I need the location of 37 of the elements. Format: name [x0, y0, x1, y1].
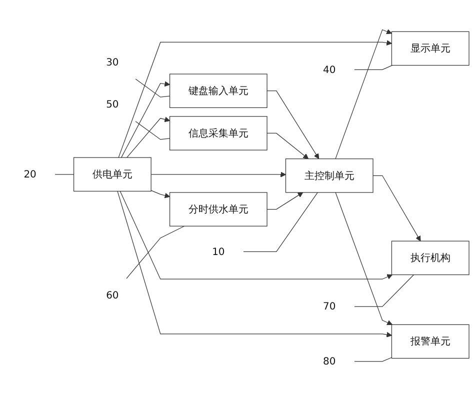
node-box: 供电单元	[73, 157, 152, 192]
node-text: 30	[106, 56, 119, 68]
arrow	[117, 190, 392, 338]
arrow	[266, 132, 309, 160]
connector	[354, 274, 414, 307]
connector	[354, 64, 393, 70]
connector	[243, 192, 318, 252]
node-box: 执行机构	[391, 240, 470, 276]
node-text: 10	[212, 245, 225, 258]
arrow	[266, 192, 304, 210]
node-text: 40	[323, 63, 336, 76]
arrow	[150, 190, 170, 198]
connector	[54, 174, 74, 175]
arrow	[335, 192, 392, 326]
node-text: 80	[323, 355, 336, 368]
arrow	[126, 116, 170, 158]
node-text: 20	[24, 168, 36, 180]
node-box: 信息采集单元	[169, 116, 268, 150]
arrow	[150, 172, 286, 178]
node-box: 主控制单元	[285, 158, 374, 193]
arrow	[266, 90, 320, 160]
arrow	[372, 175, 421, 242]
node-box: 显示单元	[391, 31, 470, 66]
node-text: 50	[106, 98, 119, 110]
arrow	[335, 29, 392, 160]
arrow	[121, 81, 170, 158]
node-box: 报警单元	[391, 324, 470, 359]
node-text: 60	[106, 289, 119, 301]
arrow	[120, 190, 392, 280]
arrow	[118, 40, 392, 158]
node-text: 70	[323, 300, 336, 312]
node-box: 键盘输入单元	[169, 74, 268, 108]
connector	[354, 357, 392, 362]
node-box: 分时供水单元	[169, 192, 268, 226]
connector	[135, 121, 170, 140]
connector	[135, 78, 170, 98]
connector	[126, 226, 185, 279]
